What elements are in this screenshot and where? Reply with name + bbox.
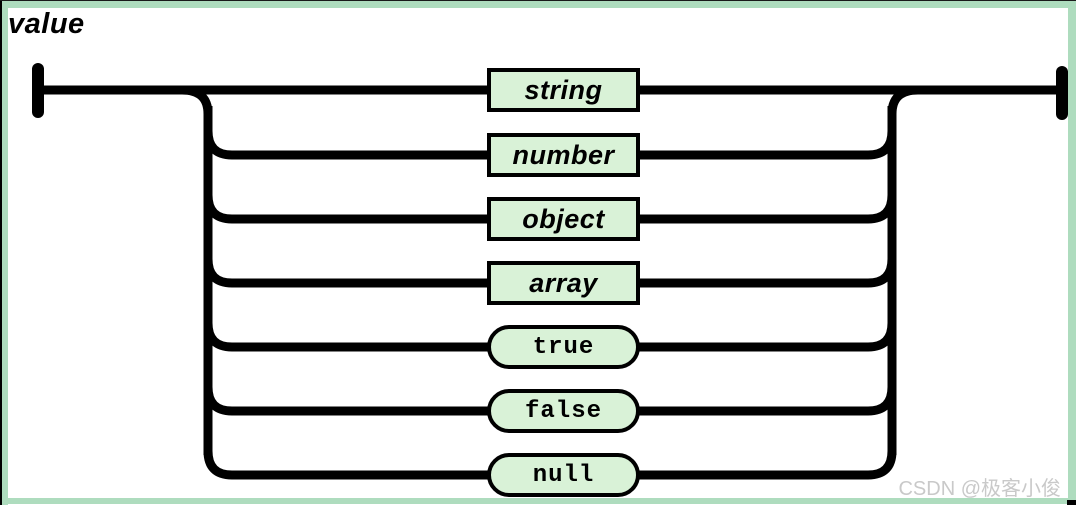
node-false: false — [487, 389, 640, 433]
right-branch-trunk — [887, 85, 919, 455]
node-string: string — [487, 68, 640, 112]
top-edge-line — [0, 0, 1076, 1]
frame-left — [2, 0, 8, 505]
left-branch-trunk — [181, 85, 213, 455]
node-array: array — [487, 261, 640, 305]
frame-right — [1068, 0, 1076, 505]
frame-bottom — [0, 498, 1076, 504]
node-object: object — [487, 197, 640, 241]
watermark-text: CSDN @极客小俊 — [898, 478, 1061, 500]
node-true: true — [487, 325, 640, 369]
node-number: number — [487, 133, 640, 177]
left-edge-line — [0, 0, 2, 505]
frame-top — [0, 1, 1076, 8]
node-null: null — [487, 453, 640, 497]
rule-title: value — [8, 8, 85, 40]
bottom-right-corner-mark — [1067, 500, 1076, 505]
